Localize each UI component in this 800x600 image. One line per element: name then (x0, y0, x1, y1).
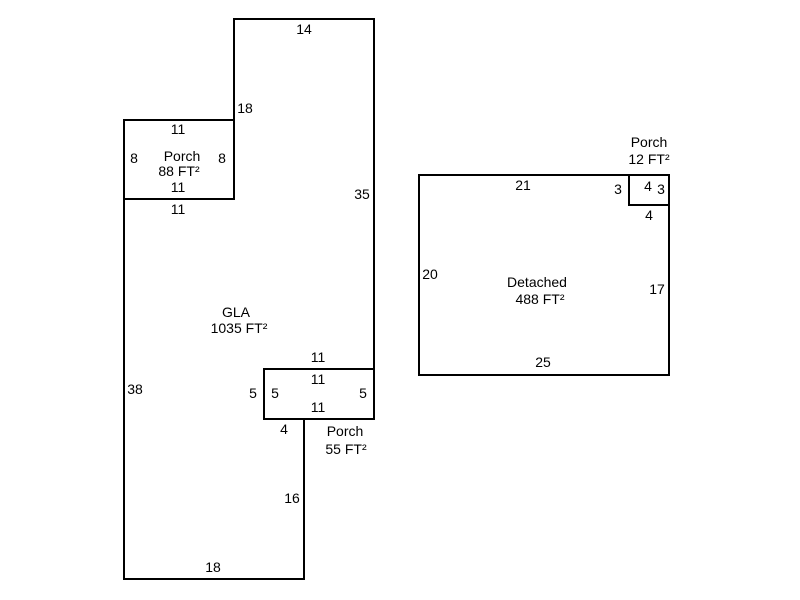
dimension-label: 4 (280, 421, 288, 437)
porch-bottom-label: Porch (327, 423, 364, 439)
dimension-label: 17 (649, 281, 665, 297)
porch-detached-area: 12 FT² (628, 151, 670, 167)
dimension-label: 11 (171, 121, 186, 137)
porch-bottom-outline (263, 368, 375, 420)
dimension-label: 8 (218, 150, 226, 166)
dimension-label: 11 (311, 371, 326, 387)
dimension-label: 8 (130, 150, 138, 166)
porch-top-area: 88 FT² (158, 163, 200, 179)
dimension-label: 4 (644, 178, 652, 194)
detached-outline (418, 174, 670, 376)
porch-detached-label: Porch (631, 134, 668, 150)
dimension-label: 11 (311, 349, 326, 365)
porch-detached-outline (628, 174, 670, 206)
dimension-label: 20 (422, 266, 438, 282)
dimension-label: 21 (515, 177, 531, 193)
dimension-label: 16 (284, 490, 300, 506)
dimension-label: 38 (127, 381, 143, 397)
dimension-label: 11 (171, 179, 186, 195)
dimension-label: 4 (645, 207, 653, 223)
porch-top-label: Porch (164, 148, 201, 164)
porch-top-outline (123, 119, 235, 200)
gla-label: GLA (222, 304, 251, 320)
dimension-label: 11 (171, 201, 186, 217)
dimension-label: 18 (237, 100, 253, 116)
dimension-label: 18 (205, 559, 221, 575)
porch-bottom-area: 55 FT² (325, 441, 367, 457)
dimension-label: 5 (249, 385, 257, 401)
gla-area: 1035 FT² (211, 320, 268, 336)
dimension-label: 14 (296, 21, 312, 37)
dimension-label: 35 (354, 186, 370, 202)
dimension-label: 3 (614, 181, 622, 197)
dimension-label: 3 (657, 181, 665, 197)
dimension-label: 11 (311, 399, 326, 415)
detached-label: Detached (507, 274, 567, 290)
dimension-label: 25 (535, 354, 551, 370)
detached-area: 488 FT² (515, 291, 564, 307)
dimension-label: 5 (359, 385, 367, 401)
dimension-label: 5 (271, 385, 279, 401)
